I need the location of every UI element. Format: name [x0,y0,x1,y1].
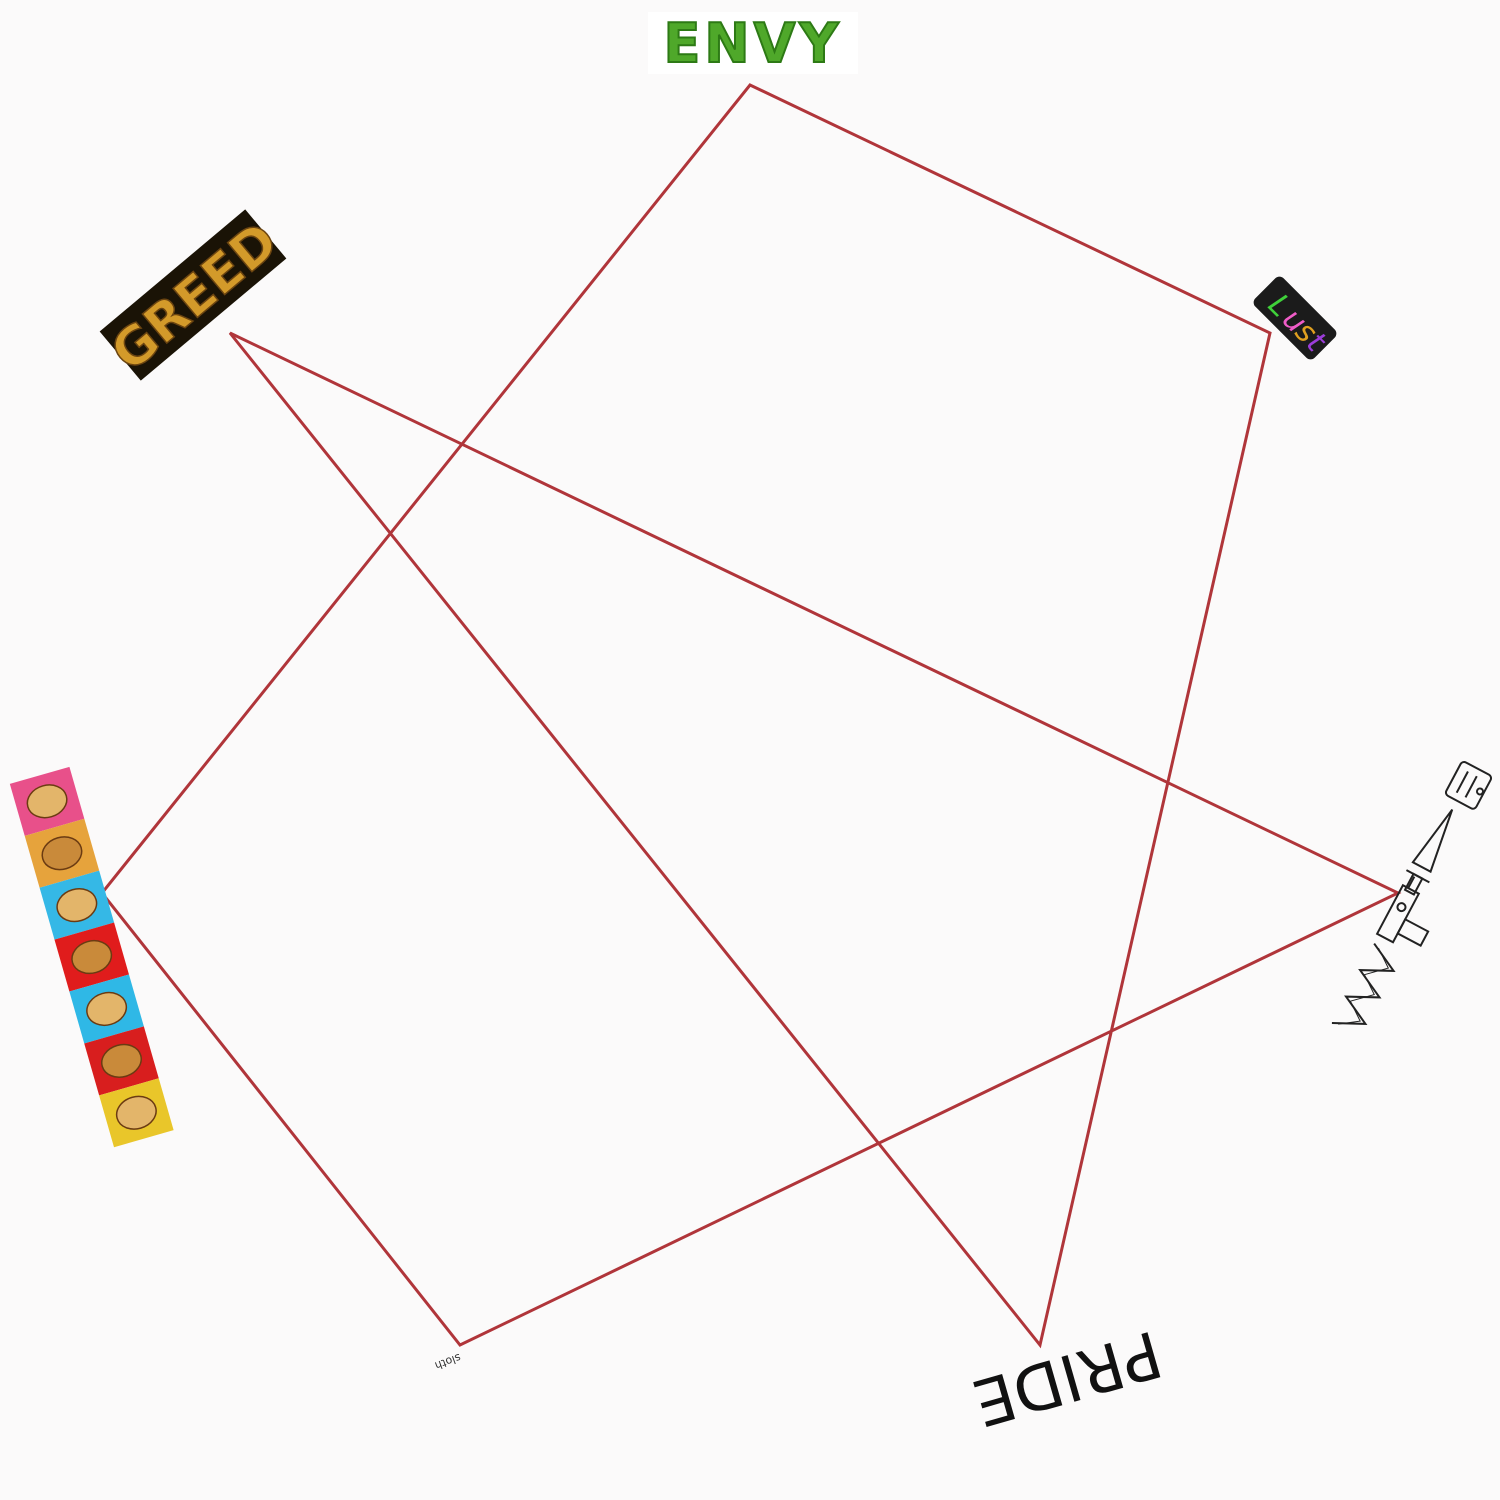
food-icon [86,991,128,1027]
gluttony-label [9,766,174,1148]
envy-label: ENVY [648,11,858,76]
wrath-label [1331,761,1493,1025]
pride-label: PRIDE [965,1315,1170,1439]
food-icon [101,1043,142,1078]
envy-label-text: ENVY [664,12,843,75]
pride-label-text: PRIDE [965,1315,1170,1439]
lust-label: L u s t [1253,276,1337,360]
food-icon [71,939,113,975]
knife-icon [1403,808,1454,896]
sloth-label-text: sloth [433,1351,463,1372]
heptagram-star [100,83,1402,1349]
food-icon [56,888,98,923]
greed-label: GREED [99,209,290,384]
saw-icon [1331,943,1396,1025]
gun-icon [1375,876,1430,947]
food-icon [115,1095,157,1130]
food-icon [41,836,83,871]
sloth-label: sloth [433,1351,463,1372]
grenade-icon [1444,761,1493,810]
food-icon [26,784,68,819]
greed-label-text: GREED [100,211,289,384]
